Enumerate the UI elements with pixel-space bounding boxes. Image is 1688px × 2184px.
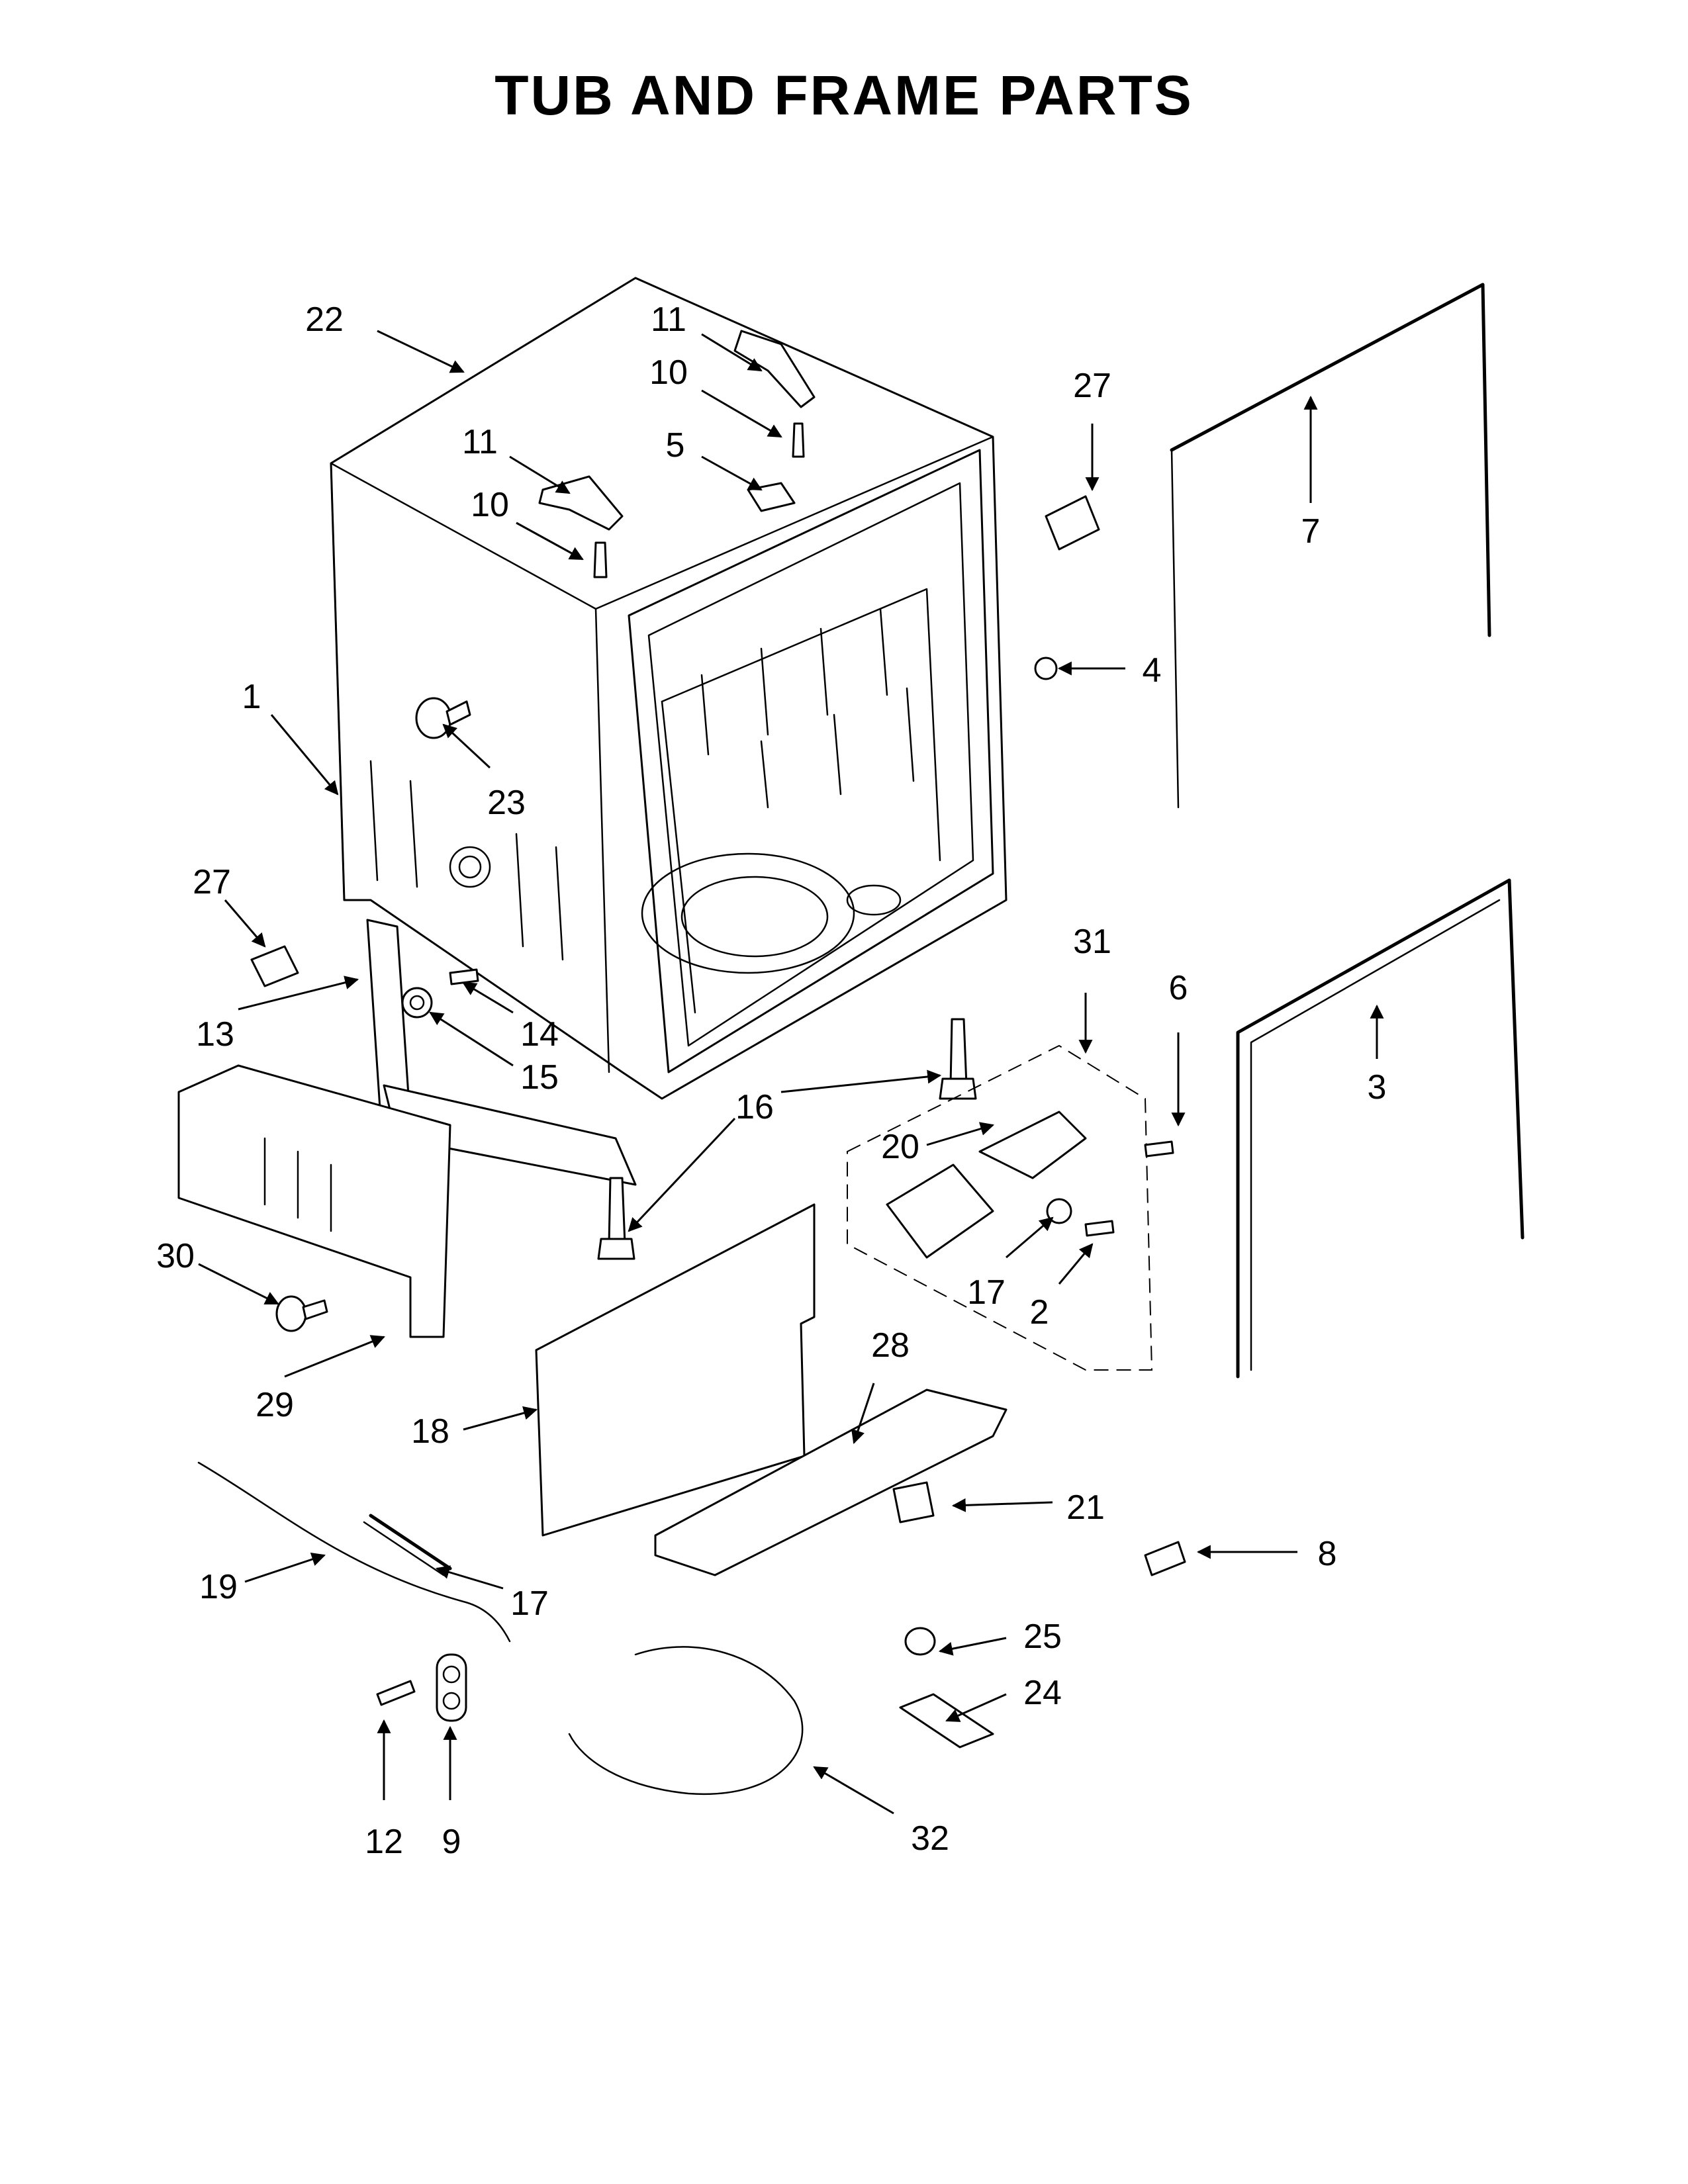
tub-assembly	[330, 277, 1008, 1100]
part-29-insulation-block	[177, 1064, 451, 1338]
part-11-hinge-upper	[733, 330, 816, 408]
part-22-clip	[892, 1481, 935, 1524]
callout-7: 7	[1301, 512, 1321, 551]
part-31-box-outline	[847, 1044, 1153, 1371]
callout-11-left: 11	[462, 423, 498, 461]
part-26-sensor	[904, 1627, 936, 1656]
part-8-clip	[1144, 1541, 1186, 1576]
callout-4: 4	[1143, 651, 1162, 690]
part-10-screw-left	[593, 541, 608, 578]
callout-20: 20	[881, 1128, 919, 1166]
part-3-tub-gasket	[1236, 878, 1524, 1379]
part-19-insulation-panel	[535, 1203, 816, 1537]
callout-10-left: 10	[471, 486, 509, 524]
callout-22: 21	[1066, 1488, 1105, 1527]
part-23-plug	[415, 697, 471, 739]
callout-25: 24	[1023, 1674, 1062, 1712]
callout-5: 5	[666, 426, 685, 465]
callout-29: 29	[256, 1386, 294, 1424]
callout-31: 31	[1073, 923, 1111, 961]
callout-1: 1	[242, 678, 261, 716]
part-20-cover	[978, 1111, 1087, 1179]
part-12-screw	[376, 1680, 416, 1706]
callout-23: 23	[487, 784, 526, 822]
callout-14: 14	[520, 1015, 559, 1054]
part-16-leg-upper	[939, 1018, 977, 1100]
part-15-washer	[401, 987, 433, 1019]
callout-32: 32	[911, 1819, 949, 1858]
callout-13: 13	[196, 1015, 234, 1054]
callout-15: 15	[520, 1058, 559, 1097]
callout-27-left: 27	[193, 863, 231, 901]
callout-8: 8	[1318, 1535, 1337, 1573]
part-9-grommet	[436, 1653, 467, 1722]
callout-labels: 22 11 10 5 11 10 27 7 4 1 23 27 13 14 15…	[156, 300, 1386, 1861]
part-16-leg-lower	[597, 1177, 635, 1260]
callout-3: 3	[1368, 1068, 1387, 1107]
callout-9: 9	[442, 1823, 461, 1861]
part-18-hose	[363, 1514, 452, 1576]
callout-28: 28	[871, 1326, 910, 1365]
callout-27-top: 27	[1073, 367, 1111, 405]
part-32-wire-harness	[568, 1646, 804, 1796]
part-2-screw	[1084, 1220, 1115, 1237]
callout-24: 22	[305, 300, 344, 339]
callout-2: 2	[1030, 1293, 1049, 1332]
part-27-bracket-upper	[1045, 495, 1100, 551]
part-10-screw-upper	[792, 422, 805, 458]
callout-16: 16	[735, 1088, 774, 1126]
part-4-plug	[1034, 657, 1058, 680]
callout-12: 12	[365, 1823, 403, 1861]
part-28-panel	[654, 1388, 1008, 1576]
callout-30: 30	[156, 1237, 195, 1275]
part-21-cable	[197, 1461, 511, 1643]
callout-6: 6	[1169, 969, 1188, 1007]
part-7-door-gasket	[1170, 283, 1491, 809]
callout-17: 17	[967, 1273, 1006, 1312]
callout-19: 18	[411, 1412, 449, 1451]
part-6-screw	[1144, 1140, 1174, 1158]
part-27-bracket-lower	[250, 945, 299, 987]
diagram-title: TUB AND FRAME PARTS	[494, 64, 1194, 126]
callout-26: 25	[1023, 1617, 1062, 1656]
callout-leaders	[198, 330, 1384, 1815]
callout-21: 19	[199, 1568, 238, 1606]
callout-18: 17	[510, 1584, 549, 1623]
part-14-screw	[449, 968, 479, 985]
part-13-frame-bracket	[366, 919, 637, 1186]
part-30-plug	[275, 1295, 328, 1332]
part-junction-box	[886, 1163, 994, 1259]
callout-10-top: 10	[649, 353, 688, 392]
callout-11-top: 11	[651, 300, 686, 339]
